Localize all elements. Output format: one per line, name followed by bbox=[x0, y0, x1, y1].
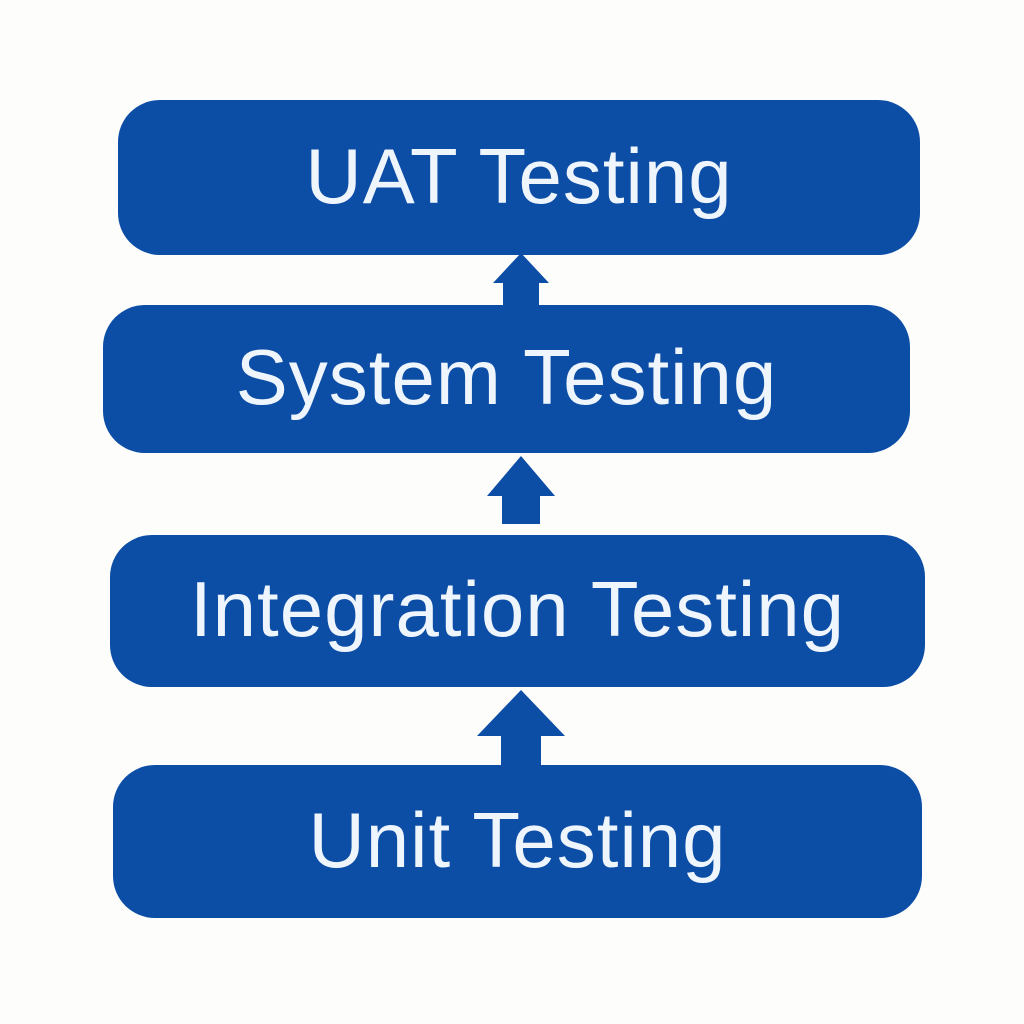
stage-system-testing-label: System Testing bbox=[235, 333, 778, 421]
arrow-up-icon bbox=[487, 456, 555, 524]
arrow-up-icon bbox=[477, 690, 565, 766]
stage-system-testing: System Testing bbox=[103, 305, 910, 453]
stage-integration-testing-label: Integration Testing bbox=[190, 565, 845, 653]
arrow-up-icon bbox=[493, 253, 549, 309]
stage-unit-testing-label: Unit Testing bbox=[308, 795, 727, 884]
stage-unit-testing: Unit Testing bbox=[113, 765, 922, 918]
stage-integration-testing: Integration Testing bbox=[110, 535, 925, 687]
stage-uat-testing: UAT Testing bbox=[118, 100, 920, 255]
stage-uat-testing-label: UAT Testing bbox=[305, 131, 733, 220]
